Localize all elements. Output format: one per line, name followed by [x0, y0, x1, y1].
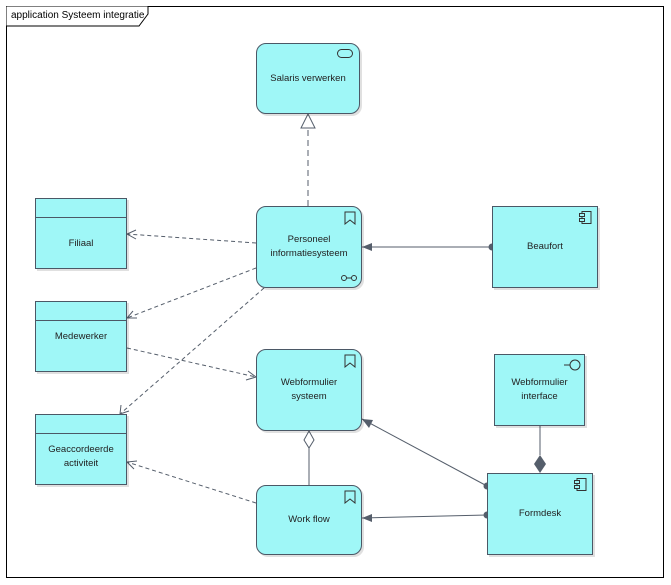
node-webformulier-systeem[interactable]: Webformulier systeem	[256, 349, 362, 431]
data-object-header	[36, 199, 126, 218]
data-object-header	[36, 415, 126, 434]
node-workflow-label: Work flow	[288, 514, 330, 525]
data-object-header	[36, 302, 126, 321]
arrow-personeel	[362, 243, 372, 251]
node-personeel-label: Personeel informatiesysteem	[270, 234, 348, 259]
composition-diamond	[534, 455, 546, 473]
frame-title: application Systeem integratie	[11, 10, 145, 21]
node-beaufort-label: Beaufort	[527, 241, 563, 252]
node-formdesk[interactable]: Formdesk	[487, 473, 593, 555]
node-filiaal[interactable]: Filiaal	[35, 198, 127, 269]
bookmark-icon	[344, 211, 356, 225]
aggregation-diamond	[303, 429, 315, 449]
edge-personeel-accesses-geaccordeerde	[119, 287, 265, 415]
arrow-filiaal	[125, 229, 137, 240]
edge-medewerker-to-webformulier	[126, 347, 257, 378]
node-webformulier-interface[interactable]: Webformulier interface	[494, 354, 585, 426]
frame-title-tab	[6, 6, 149, 27]
arrow-realization	[300, 112, 316, 129]
bookmark-icon	[344, 354, 356, 368]
interface-icon	[564, 359, 581, 371]
node-work-flow[interactable]: Work flow	[256, 485, 362, 555]
arrow-workflow	[362, 514, 372, 522]
node-geaccordeerde-label: Geaccordeerde activiteit	[48, 444, 114, 469]
edge-workflow-accesses-geaccordeerde	[126, 461, 257, 504]
node-webformulier-systeem-label: Webformulier systeem	[280, 377, 338, 402]
edge-formdesk-to-webformulier	[361, 418, 488, 487]
node-formdesk-label: Formdesk	[518, 508, 562, 519]
arrow-webformulier-assign	[362, 419, 373, 428]
node-filiaal-label: Filiaal	[68, 237, 94, 249]
bookmark-icon	[344, 490, 356, 504]
edge-formdesk-to-workflow	[361, 514, 488, 519]
node-salaris-label: Salaris verwerken	[270, 72, 346, 84]
node-medewerker-label: Medewerker	[54, 331, 108, 342]
node-beaufort[interactable]: Beaufort	[492, 206, 598, 288]
application-service-icon	[337, 49, 353, 58]
node-salaris-verwerken[interactable]: Salaris verwerken	[256, 43, 360, 114]
arrow-geaccordeerde-2	[125, 460, 138, 470]
node-personeel-informatiesysteem[interactable]: Personeel informatiesysteem	[256, 206, 362, 288]
node-geaccordeerde-activiteit[interactable]: Geaccordeerde activiteit	[35, 414, 127, 485]
arrow-medewerker	[125, 310, 137, 319]
node-webformulier-interface-label: Webformulier interface	[511, 377, 568, 402]
edge-personeel-accesses-medewerker	[126, 267, 257, 319]
node-medewerker[interactable]: Medewerker	[35, 301, 127, 372]
component-icon	[579, 211, 592, 224]
flow-icon	[341, 275, 357, 281]
component-icon	[574, 478, 587, 491]
edge-personeel-accesses-filiaal	[126, 233, 257, 244]
